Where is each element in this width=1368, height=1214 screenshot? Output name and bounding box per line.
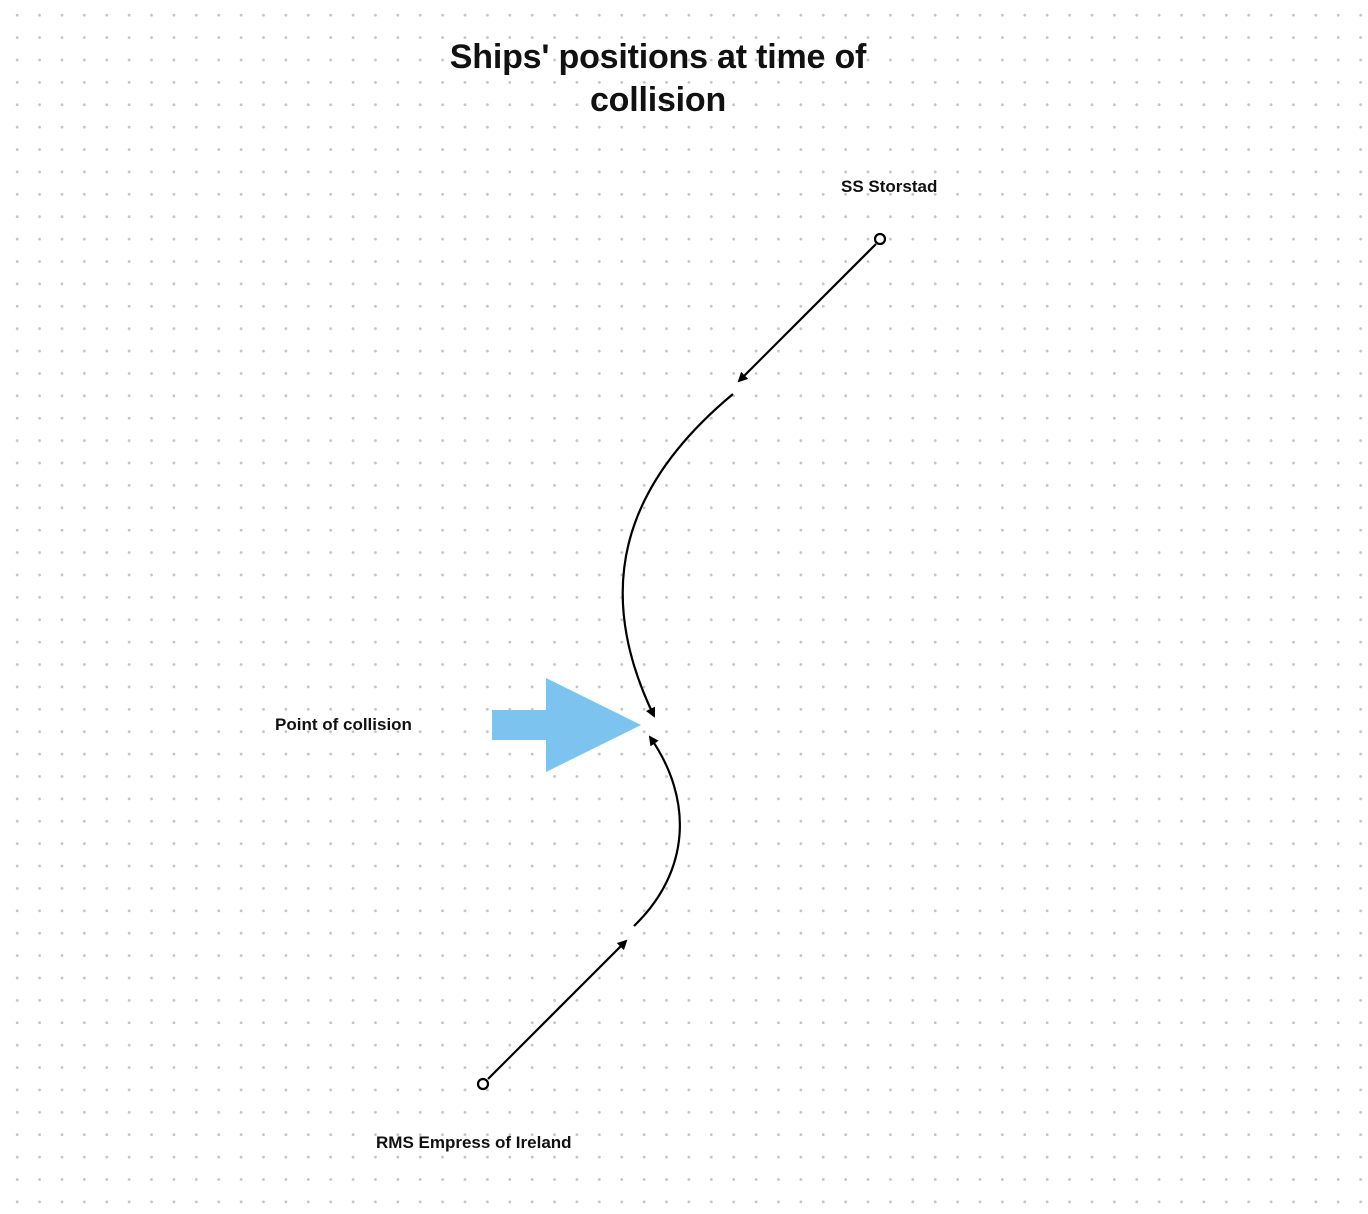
collision-label: Point of collision (275, 715, 412, 734)
storstad-path (621, 232, 887, 718)
empress-start-point (476, 1077, 490, 1091)
empress-approach-line (487, 939, 628, 1080)
storstad-start-point (873, 232, 887, 246)
storstad-approach-line (737, 243, 877, 383)
storstad-turn-curve (621, 393, 734, 718)
empress-label: RMS Empress of Ireland (376, 1133, 572, 1152)
collision-arrow-icon (492, 678, 641, 772)
storstad-label: SS Storstad (841, 177, 938, 196)
diagram-title: Ships' positions at time of collision (449, 38, 867, 119)
empress-path (476, 735, 681, 1091)
empress-turn-curve (633, 735, 681, 927)
